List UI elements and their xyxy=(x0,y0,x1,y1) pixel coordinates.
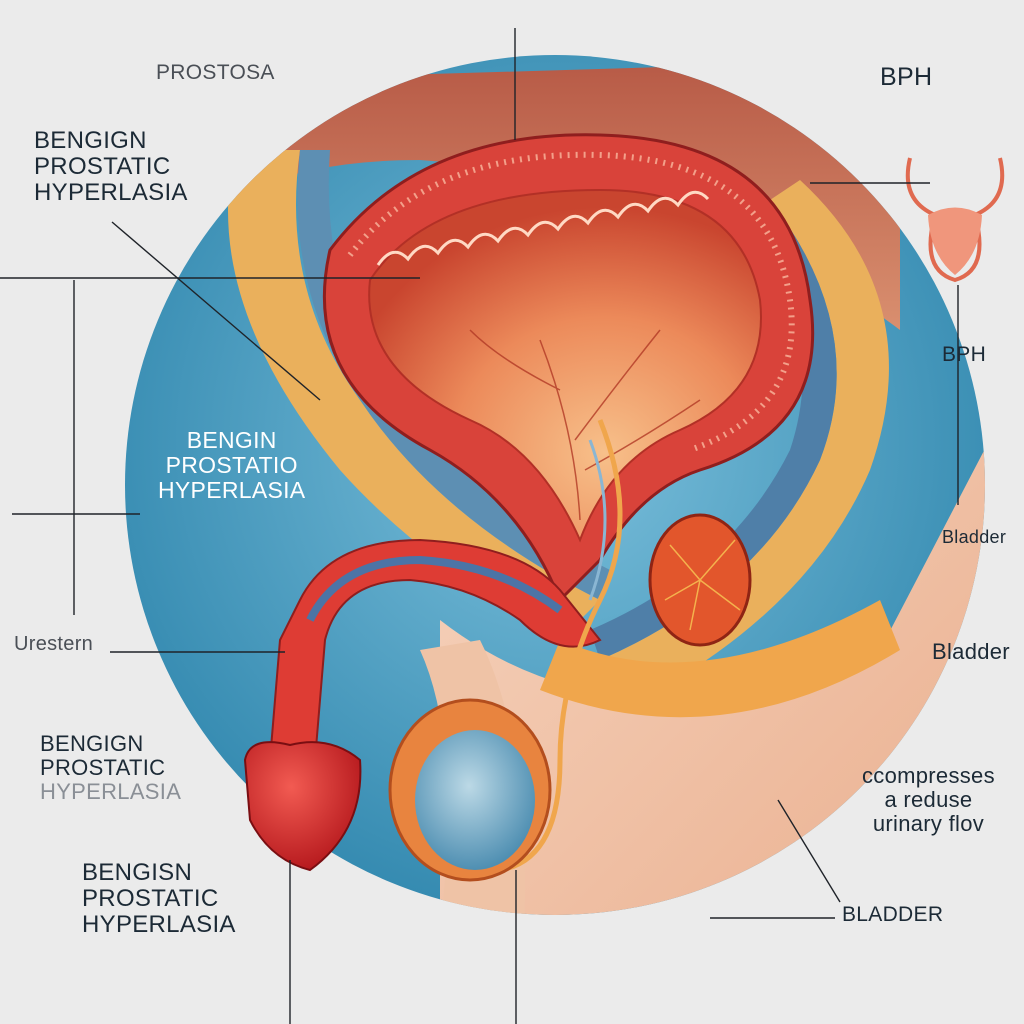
label-line: urinary flov xyxy=(872,810,985,836)
label-line: HYPERLASIA xyxy=(34,178,188,206)
label-line: HYPERLASIA xyxy=(82,910,236,938)
label-line: HYPERLASIA xyxy=(40,778,182,804)
label-line: HYPERLASIA xyxy=(158,476,306,503)
label-line: BENGIGN xyxy=(34,127,147,154)
label-line: BENGIGN xyxy=(40,731,144,756)
testis xyxy=(415,730,535,870)
label-bph-left-mid: BENGIGN PROSTATIC HYPERLASIA xyxy=(40,732,181,803)
label-bph-left-lower: BENGISN PROSTATIC HYPERLASIA xyxy=(82,860,236,938)
orange-layer-bottom xyxy=(540,600,900,718)
glans xyxy=(243,741,362,872)
label-compresses: ccompresses a reduse urinary flov xyxy=(862,764,995,835)
label-ureter: Urestern xyxy=(14,633,94,655)
label-bladder-bottom: BLADDER xyxy=(842,903,944,926)
leader-lines xyxy=(0,28,959,1024)
penile-urethra xyxy=(268,538,602,761)
label-line: a reduse xyxy=(884,786,973,812)
vas-deferens xyxy=(499,419,623,873)
label-bph-top: BPH xyxy=(880,63,933,91)
label-line: ccompresses xyxy=(862,763,995,788)
label-line: BENGISN xyxy=(82,859,193,886)
upper-tissue xyxy=(230,60,900,330)
label-line: PROSTATIC xyxy=(82,884,219,912)
uterus-shaped-organ-icon xyxy=(905,157,1005,283)
vas-deferens-2 xyxy=(588,439,607,601)
label-bladder-right-1: Bladder xyxy=(942,527,1007,547)
label-line: PROSTATIC xyxy=(40,754,166,780)
bladder-veins xyxy=(469,329,701,521)
bladder-rugae xyxy=(376,190,710,266)
bladder-wall-stripes xyxy=(347,151,795,453)
label-bladder-right-2: Bladder xyxy=(932,639,1010,664)
prostate-veins xyxy=(664,539,741,631)
label-bph-center: BENGIN PROSTATIO HYPERLASIA xyxy=(158,428,305,502)
label-line: PROSTATIC xyxy=(34,152,171,180)
bladder-lumen xyxy=(368,188,762,543)
label-bph-right: BPH xyxy=(942,343,987,366)
label-line: BENGIN xyxy=(186,427,277,453)
urethra-channel xyxy=(306,555,563,622)
label-prostosa: PROSTOSA xyxy=(156,61,275,84)
label-line: PROSTATIO xyxy=(165,451,298,478)
label-bph-left-upper: BENGIGN PROSTATIC HYPERLASIA xyxy=(34,128,188,206)
